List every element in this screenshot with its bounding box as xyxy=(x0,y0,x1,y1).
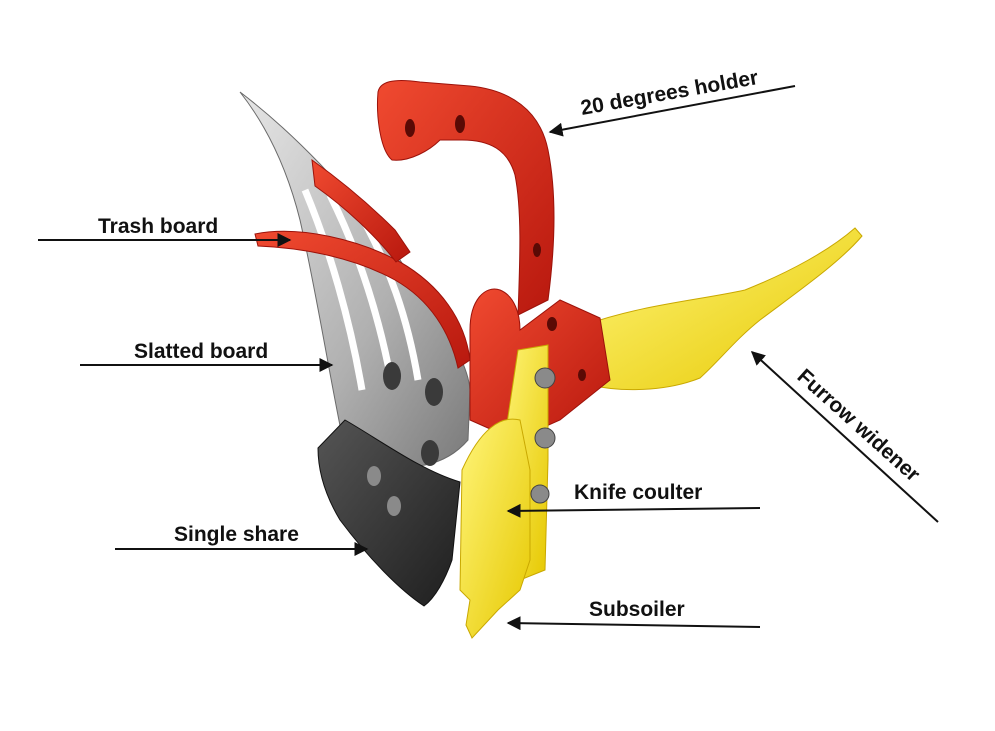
single-share-label: Single share xyxy=(174,523,299,546)
holder-part xyxy=(377,79,555,316)
knife-coulter-label: Knife coulter xyxy=(574,481,702,504)
label-trash-board: Trash board xyxy=(38,215,292,247)
coulter-bolt xyxy=(530,484,550,504)
furrow-widener-label: Furrow widener xyxy=(793,365,925,487)
slatted-board-part xyxy=(239,91,471,468)
label-subsoiler: Subsoiler xyxy=(506,598,761,631)
subsoiler-label: Subsoiler xyxy=(589,598,685,621)
subsoiler-arrow xyxy=(506,616,761,631)
trash-board-upper xyxy=(311,158,411,263)
slat-gap xyxy=(326,193,396,386)
holder-arrow xyxy=(548,85,796,137)
holder-hole xyxy=(533,243,541,257)
holder-hole xyxy=(405,119,415,137)
plow-illustration xyxy=(239,79,863,639)
label-slatted-board: Slatted board xyxy=(80,340,334,372)
mount-hole xyxy=(547,317,557,331)
board-bolt xyxy=(425,378,443,406)
furrow-widener-arrow xyxy=(750,351,939,523)
furrow-widener-part xyxy=(584,227,863,391)
board-bolt xyxy=(383,362,401,390)
subsoiler-part xyxy=(459,418,531,639)
share-bolt xyxy=(387,496,401,516)
coulter-bolt xyxy=(534,427,556,449)
label-furrow-widener: Furrow widener xyxy=(750,351,939,523)
single-share-part xyxy=(317,419,461,607)
slat-gap xyxy=(301,188,366,391)
board-bolt xyxy=(421,440,439,466)
label-holder: 20 degrees holder xyxy=(548,66,796,137)
share-bolt xyxy=(367,466,381,486)
knife-coulter-arrow xyxy=(506,503,761,518)
label-single-share: Single share xyxy=(115,523,369,556)
trash-board-label: Trash board xyxy=(98,215,218,238)
holder-label: 20 degrees holder xyxy=(579,66,760,120)
holder-hole xyxy=(455,115,465,133)
mount-hole xyxy=(578,369,586,381)
coulter-bolt xyxy=(534,367,556,389)
label-knife-coulter: Knife coulter xyxy=(506,481,761,518)
slatted-board-label: Slatted board xyxy=(134,340,268,363)
